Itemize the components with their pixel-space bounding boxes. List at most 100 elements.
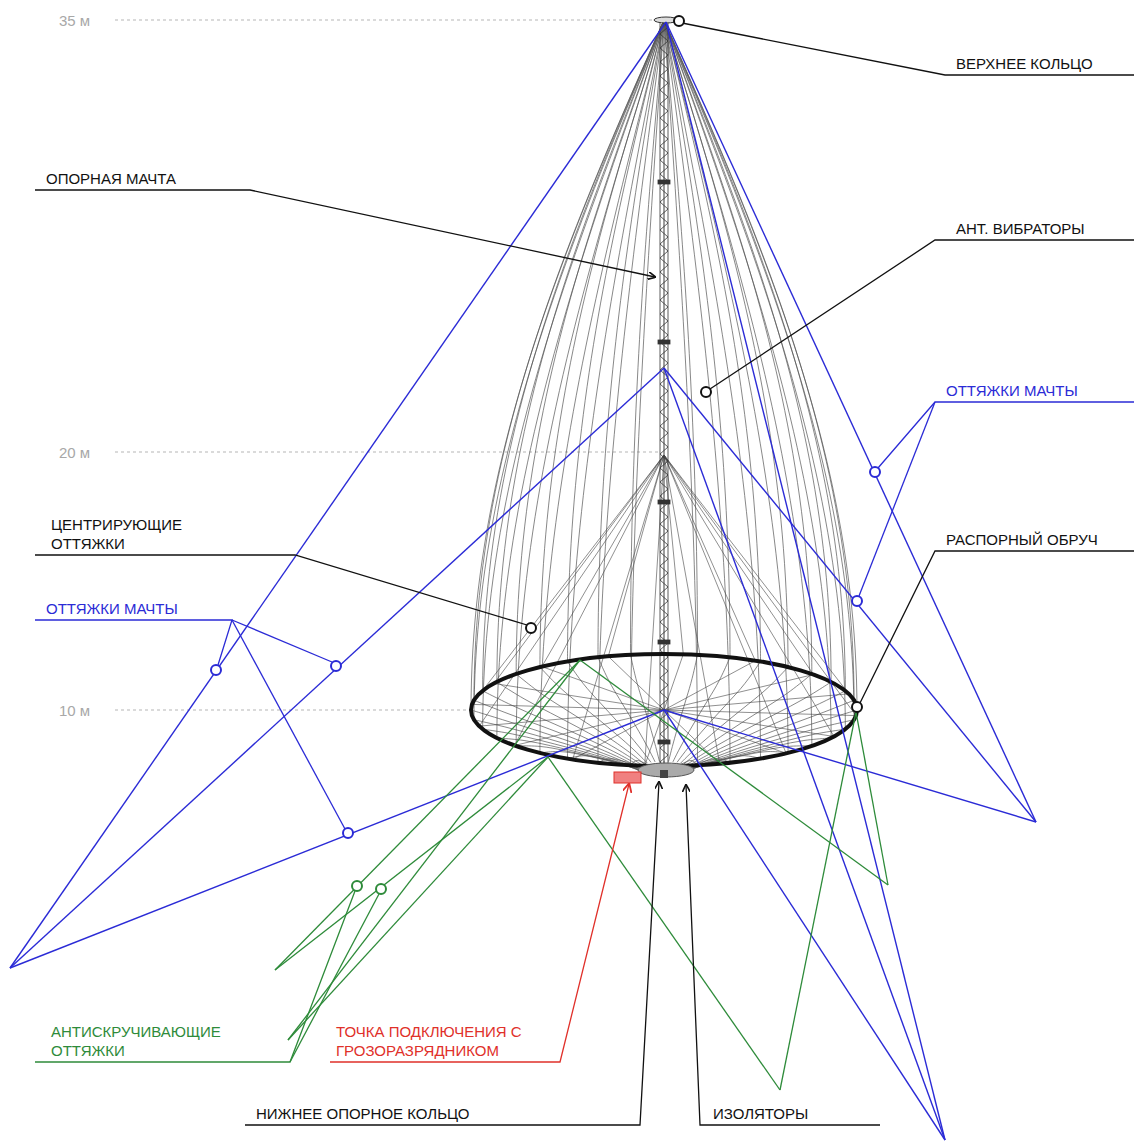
anti-twist-guy: [548, 757, 780, 1090]
insulator: [660, 770, 668, 778]
leader-line: [35, 891, 355, 1062]
leader-line: [35, 555, 527, 625]
vibrator-wire: [664, 20, 760, 762]
part-label: ОТТЯЖКИ МАЧТЫ: [945, 381, 1079, 400]
leader-line: [686, 785, 880, 1125]
height-line: [115, 452, 660, 453]
centering-guy: [573, 710, 664, 759]
leader-lines: [35, 23, 1134, 1125]
leader-line: [710, 240, 1134, 389]
mast-guy: [666, 22, 1036, 822]
vibrator-wire: [540, 20, 664, 763]
leader-line: [878, 402, 1134, 468]
centering-guy: [479, 455, 664, 726]
leader-line: [232, 620, 345, 829]
centering-guy: [479, 710, 664, 726]
mast-section: [658, 180, 670, 184]
centering-guys: [472, 455, 856, 766]
mast-section: [658, 500, 670, 504]
mast-section: [658, 640, 670, 644]
anti-twist-guy: [580, 660, 888, 885]
centering-guy: [664, 710, 786, 753]
centering-guy: [494, 455, 664, 684]
centering-guy: [664, 455, 720, 764]
part-label: АНТ. ВИБРАТОРЫ: [955, 219, 1086, 238]
part-label: ЦЕНТРИРУЮЩИЕ ОТТЯЖКИ: [50, 515, 252, 553]
centering-guy: [472, 455, 664, 704]
vibrator-wire: [483, 20, 664, 770]
mast-guy: [10, 22, 666, 968]
vibrator-wire: [598, 20, 664, 762]
centering-guy: [645, 710, 664, 766]
callout-dot: [211, 665, 221, 675]
callout-dot: [331, 661, 341, 671]
vibrator-wire: [664, 20, 665, 762]
centering-guy: [664, 455, 683, 654]
mast-guys: [10, 22, 1036, 1140]
part-label: ОТТЯЖКИ МАЧТЫ: [45, 599, 179, 618]
vibrator-wire: [664, 20, 845, 770]
callout-dot: [352, 881, 362, 891]
anti-twist-guy: [275, 660, 580, 970]
part-label: НИЖНЕЕ ОПОРНОЕ КОЛЬЦО: [255, 1104, 470, 1123]
centering-guy: [515, 455, 664, 745]
mast-guy: [664, 710, 1036, 822]
callout-dot: [674, 16, 684, 26]
vibrator-wire: [598, 20, 664, 774]
centering-guy: [664, 455, 856, 716]
anti-twist-guy: [780, 712, 856, 1090]
vibrator-wire: [664, 20, 788, 773]
mast-section: [658, 740, 670, 744]
anti-twist-guy: [288, 757, 548, 1040]
mast-guy: [10, 368, 664, 968]
callout-dot: [376, 884, 386, 894]
centering-guy: [664, 455, 755, 661]
height-lines: [115, 20, 660, 710]
centering-guy: [542, 455, 664, 667]
centering-guy: [664, 661, 755, 710]
height-line: [115, 20, 660, 21]
callout-dot: [852, 596, 862, 606]
mast-guy: [10, 710, 664, 968]
centering-guy: [608, 656, 664, 710]
part-label: ОПОРНАЯ МАЧТА: [45, 169, 177, 188]
callout-dot: [701, 387, 711, 397]
leader-line: [232, 620, 332, 662]
vibrator-wire: [664, 20, 730, 762]
vibrator-wire: [664, 20, 698, 774]
callout-circles: [211, 16, 880, 894]
centering-guy: [542, 667, 664, 710]
centering-guy: [664, 675, 813, 710]
centering-guy: [664, 654, 683, 710]
arrester-point: [614, 772, 641, 783]
generated-structure: [10, 17, 1036, 1140]
vibrator-wire: [664, 20, 698, 762]
mast-section: [658, 340, 670, 344]
vibrator-wire: [630, 20, 664, 762]
centering-guy: [608, 455, 664, 656]
leader-line: [682, 23, 1134, 75]
height-mark: 20 м: [58, 443, 91, 462]
part-label: АНТИСКРУЧИВАЮЩИЕ ОТТЯЖКИ: [50, 1022, 267, 1060]
centering-guy: [664, 694, 849, 710]
part-label: ТОЧКА ПОДКЛЮЧЕНИЯ С ГРОЗОРАЗРЯДНИКОМ: [335, 1022, 559, 1060]
leader-line: [859, 402, 935, 596]
height-mark: 10 м: [58, 701, 91, 720]
mast-guy: [664, 368, 1036, 822]
vibrator-wire: [664, 20, 812, 764]
centering-guy: [664, 710, 834, 736]
bottom-ring: [638, 763, 694, 777]
vibrator-wire: [568, 20, 664, 762]
part-label: РАСПОРНЫЙ ОБРУЧ: [945, 530, 1099, 549]
leader-line: [245, 782, 659, 1125]
mast-guy: [664, 710, 945, 1140]
part-label: ИЗОЛЯТОРЫ: [712, 1104, 809, 1123]
callout-dot: [526, 623, 536, 633]
leader-line: [330, 784, 629, 1062]
callout-dot: [852, 702, 862, 712]
antenna-vibrators: [471, 20, 857, 775]
leader-line: [35, 620, 232, 665]
vibrator-wire: [630, 20, 664, 774]
